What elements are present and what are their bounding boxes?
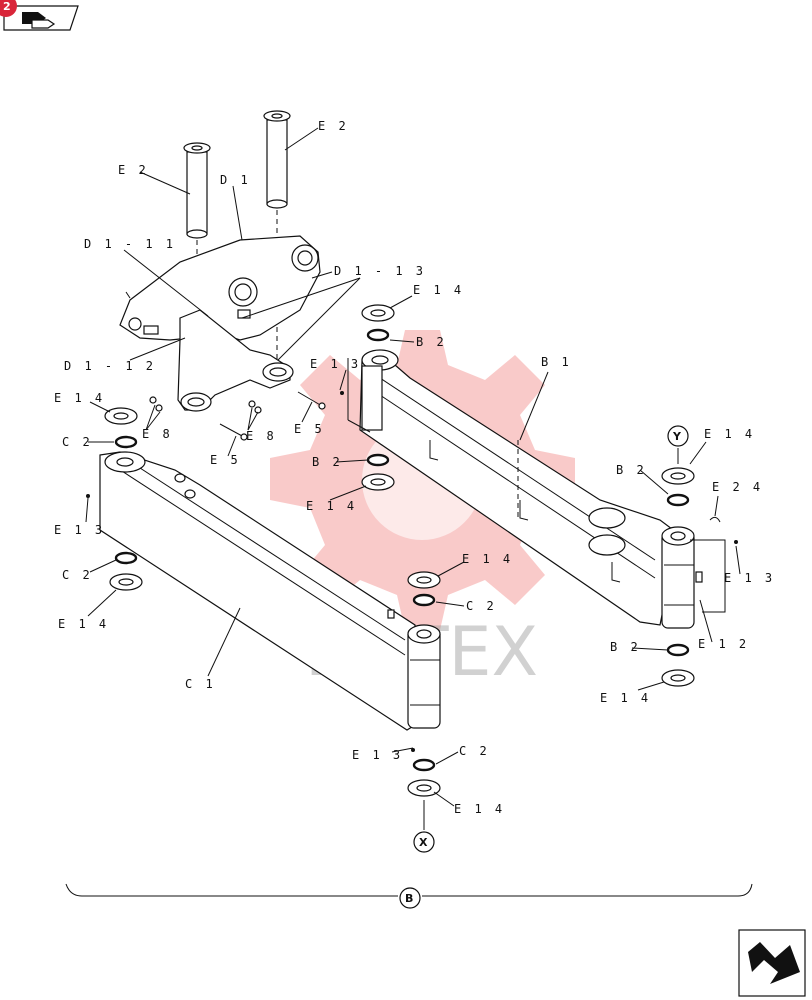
washer-e14-1 xyxy=(361,304,395,322)
washer-e14-8 xyxy=(407,779,441,797)
callout-b-label: B xyxy=(405,892,413,905)
page-badge xyxy=(0,0,17,17)
label-c2: C 2 xyxy=(459,744,490,758)
label-e5: E 5 xyxy=(294,422,325,436)
label-d1-13: D 1 - 1 3 xyxy=(334,264,426,278)
washer-e8-left xyxy=(149,396,163,412)
label-e14: E 1 4 xyxy=(413,283,464,297)
label-e2-right: E 2 xyxy=(318,119,349,133)
label-e8: E 8 xyxy=(246,429,277,443)
grease-fitting-e13 xyxy=(86,391,738,752)
pin-e2-right xyxy=(263,110,291,209)
washer-e14-6 xyxy=(661,467,695,485)
part-labels: E 2 E 2 D 1 D 1 - 1 1 D 1 - 1 3 D 1 - 1 … xyxy=(54,119,775,816)
label-e14: E 1 4 xyxy=(704,427,755,441)
bolt-e5-left xyxy=(219,423,248,441)
label-e14: E 1 4 xyxy=(600,691,651,705)
label-b2: B 2 xyxy=(616,463,647,477)
washer-e14-7 xyxy=(661,669,695,687)
group-brace-b: B xyxy=(65,883,753,909)
label-e13: E 1 3 xyxy=(54,523,105,537)
arrow-forward-icon xyxy=(748,942,800,984)
bracket-d1 xyxy=(119,235,321,412)
washer-e8-right xyxy=(248,400,262,414)
washer-e14-2 xyxy=(104,407,138,425)
callout-y-label: Y xyxy=(672,430,682,443)
ring-c2-3 xyxy=(412,593,436,607)
ring-c2-4 xyxy=(412,758,436,772)
back-button[interactable]: 2 xyxy=(0,0,79,31)
label-e14: E 1 4 xyxy=(54,391,105,405)
label-d1: D 1 xyxy=(220,173,251,187)
ring-b2-3 xyxy=(666,493,690,507)
washer-e14-4 xyxy=(109,573,143,591)
label-e12: E 1 2 xyxy=(698,637,749,651)
ring-c2-2 xyxy=(114,551,138,565)
label-b2: B 2 xyxy=(416,335,447,349)
label-e2-left: E 2 xyxy=(118,163,149,177)
ring-b2-4 xyxy=(666,643,690,657)
label-e14: E 1 4 xyxy=(454,802,505,816)
arm-c1 xyxy=(99,451,441,731)
arrow-back-icon xyxy=(22,12,56,29)
label-c2: C 2 xyxy=(62,435,93,449)
ring-b2-1 xyxy=(366,328,390,342)
label-c1: C 1 xyxy=(185,677,216,691)
label-e5: E 5 xyxy=(210,453,241,467)
next-page-button[interactable] xyxy=(738,929,806,997)
label-e14: E 1 4 xyxy=(58,617,109,631)
label-b2: B 2 xyxy=(312,455,343,469)
label-c2: C 2 xyxy=(62,568,93,582)
label-e14: E 1 4 xyxy=(462,552,513,566)
callout-x-label: X xyxy=(419,836,428,849)
bolt-e5-right xyxy=(297,391,326,410)
label-e8: E 8 xyxy=(142,427,173,441)
label-e13: E 1 3 xyxy=(724,571,775,585)
label-e13: E 1 3 xyxy=(352,748,403,762)
arm-b1 xyxy=(359,349,703,629)
label-e14: E 1 4 xyxy=(306,499,357,513)
leader-lines xyxy=(85,127,741,830)
label-b1: B 1 xyxy=(541,355,572,369)
washer-e14-5 xyxy=(407,571,441,589)
ring-c2-1 xyxy=(114,435,138,449)
label-b2: B 2 xyxy=(610,640,641,654)
washer-e14-3 xyxy=(361,473,395,491)
page-badge-label: 2 xyxy=(3,0,11,13)
label-e13: E 1 3 xyxy=(310,357,361,371)
clip-e24 xyxy=(709,516,721,523)
pin-e2-left xyxy=(183,142,211,239)
label-c2: C 2 xyxy=(466,599,497,613)
callout-y: Y xyxy=(667,425,689,447)
callout-x: X xyxy=(413,831,435,853)
ring-b2-2 xyxy=(366,453,390,467)
label-d1-11: D 1 - 1 1 xyxy=(84,237,176,251)
label-e24: E 2 4 xyxy=(712,480,763,494)
label-d1-12: D 1 - 1 2 xyxy=(64,359,156,373)
